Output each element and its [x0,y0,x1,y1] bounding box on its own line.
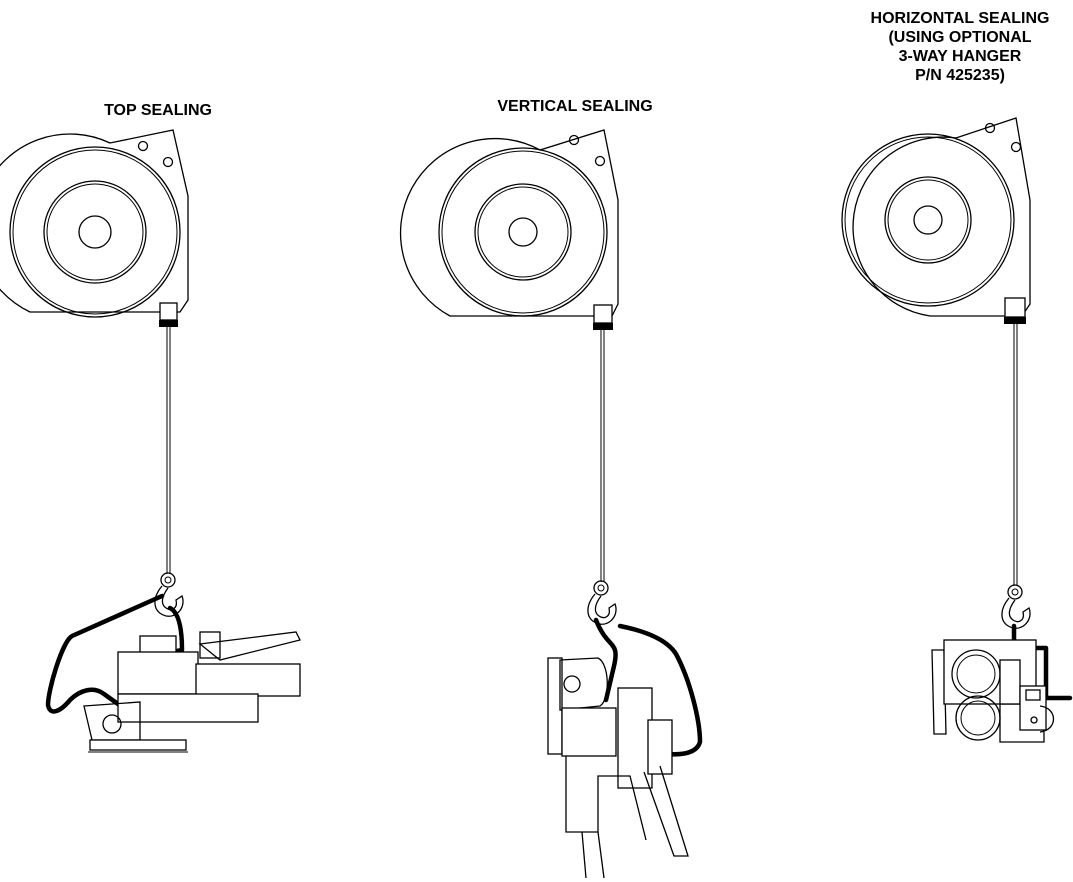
hook-vertical [587,580,617,625]
balancer-horizontal [841,117,1031,324]
hook-horizontal [1001,584,1031,629]
label-horizontal-line-1: HORIZONTAL SEALING [870,10,1050,27]
label-top-sealing: TOP SEALING [104,102,212,119]
tool-top [45,593,301,753]
balancer-vertical [399,129,619,330]
label-horizontal-sealing: HORIZONTAL SEALING (USING OPTIONAL 3-WAY… [835,9,1073,85]
label-horizontal-line-3: 3-WAY HANGER [898,48,1022,65]
tool-vertical [547,617,703,879]
cable-vertical [600,330,605,582]
tool-horizontal [931,623,1073,743]
balancer-top [0,129,189,327]
hook-top [154,572,184,617]
label-horizontal-line-2: (USING OPTIONAL [888,29,1032,46]
cable-horizontal [1013,324,1018,586]
label-horizontal-line-4: P/N 425235) [915,67,1005,84]
cable-top [166,327,171,574]
label-vertical-sealing: VERTICAL SEALING [497,98,653,115]
